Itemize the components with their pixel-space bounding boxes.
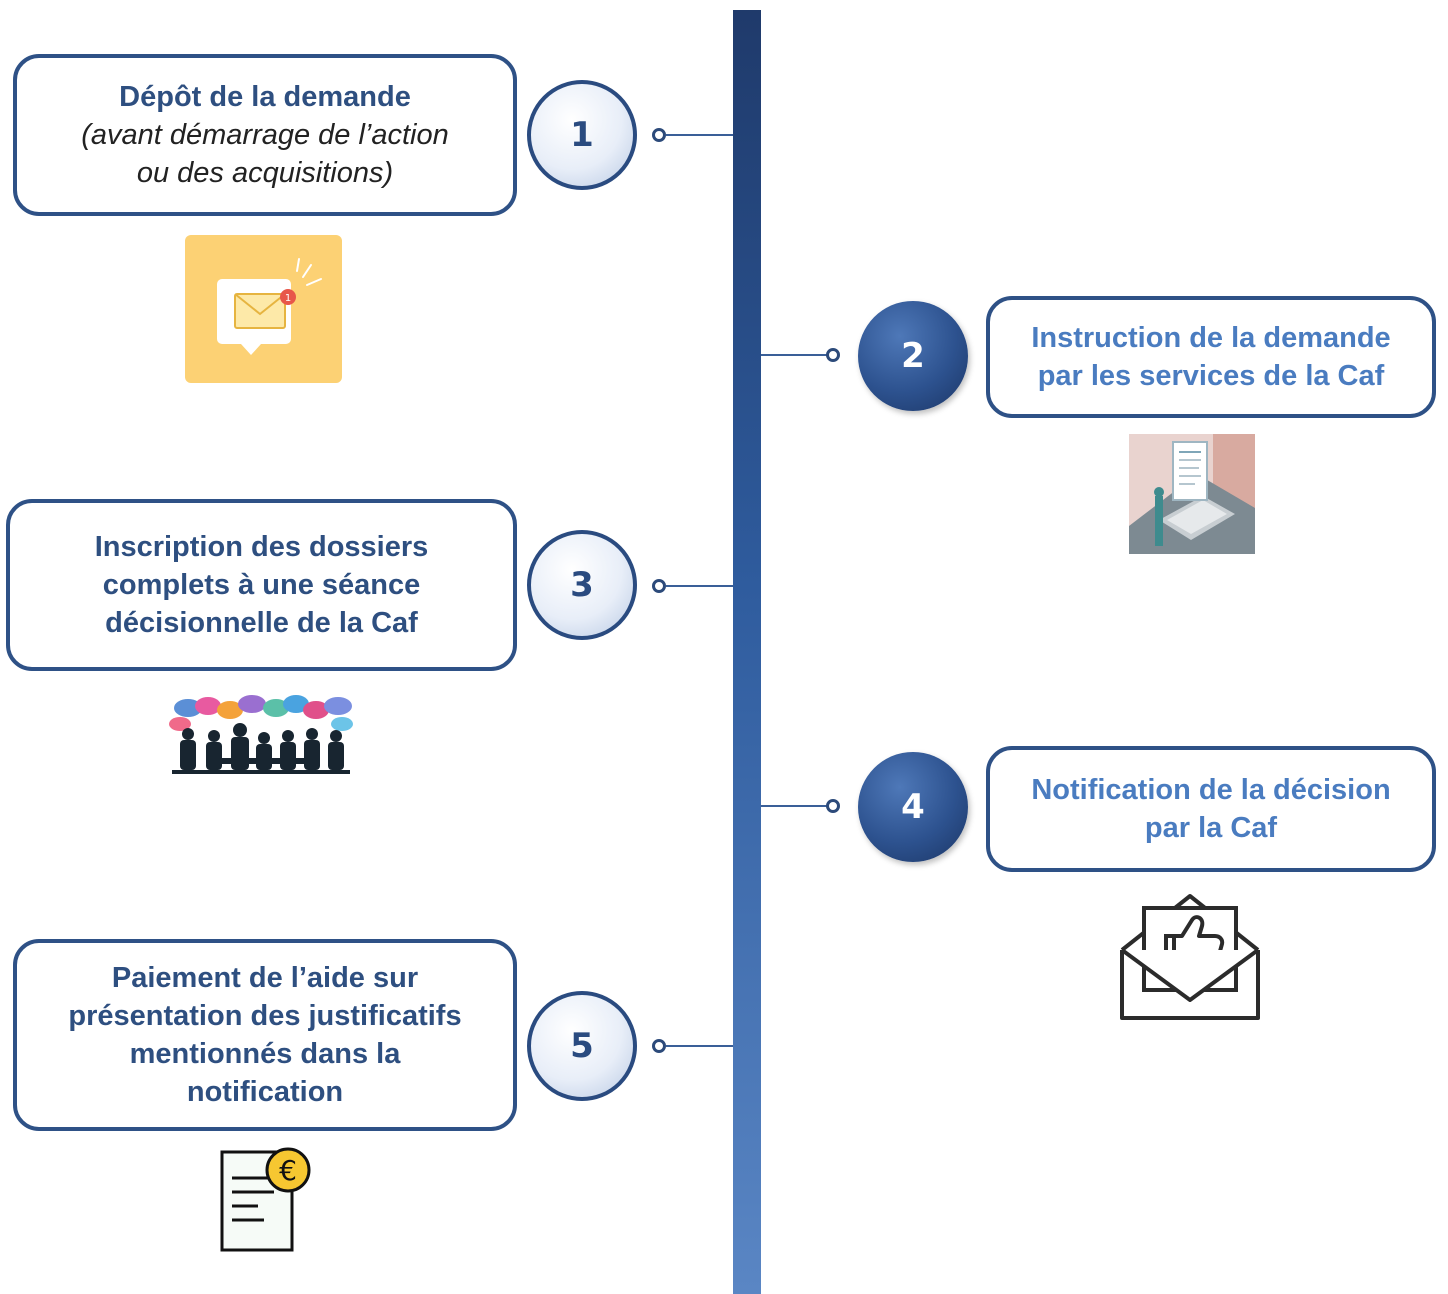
timeline-spine: [733, 10, 761, 1294]
step-1-box: Dépôt de la demande (avant démarrage de …: [13, 54, 517, 216]
step-2-box: Instruction de la demande par les servic…: [986, 296, 1436, 418]
step-5-title-line4: notification: [186, 1076, 344, 1108]
euro-symbol: €: [279, 1154, 297, 1187]
meeting-people-icon: [169, 695, 353, 774]
mail-notification-icon: 1: [185, 235, 342, 383]
step-5-title-line2: présentation des justificatifs: [68, 1000, 462, 1032]
step-2-connector: [761, 354, 828, 356]
step-3-title-line1: Inscription des dossiers: [94, 531, 429, 563]
document-review-icon: [1129, 434, 1255, 554]
step-3-connector-dot: [652, 579, 666, 593]
step-1-connector: [666, 134, 733, 136]
step-2-title-line1: Instruction de la demande: [1031, 322, 1391, 354]
step-2-title-line2: par les services de la Caf: [1037, 360, 1385, 392]
step-4-title-line1: Notification de la décision: [1031, 774, 1391, 806]
step-4-connector-dot: [826, 799, 840, 813]
step-1-title: Dépôt de la demande: [119, 81, 411, 113]
step-5-box: Paiement de l’aide sur présentation des …: [13, 939, 517, 1131]
step-1-connector-dot: [652, 128, 666, 142]
step-4-box: Notification de la décision par la Caf: [986, 746, 1436, 872]
svg-text:1: 1: [285, 293, 291, 304]
step-5-title-line1: Paiement de l’aide sur: [111, 962, 419, 994]
step-4-connector: [761, 805, 828, 807]
step-4-number: 4: [858, 752, 968, 862]
step-1-subtitle-line1: (avant démarrage de l’action: [81, 119, 449, 151]
envelope-thumbs-up-icon: [1120, 894, 1260, 1020]
step-5-connector-dot: [652, 1039, 666, 1053]
step-3-title-line2: complets à une séance: [102, 569, 421, 601]
step-1-subtitle-line2: ou des acquisitions): [136, 157, 394, 189]
step-5-connector: [666, 1045, 733, 1047]
step-5-title-line3: mentionnés dans la: [129, 1038, 401, 1070]
step-3-title-line3: décisionnelle de la Caf: [105, 607, 418, 639]
step-3-number: 3: [527, 530, 637, 640]
step-5-number: 5: [527, 991, 637, 1101]
step-2-number: 2: [858, 301, 968, 411]
step-1-number: 1: [527, 80, 637, 190]
invoice-euro-icon: €: [220, 1147, 311, 1252]
step-4-title-line2: par la Caf: [1144, 812, 1278, 844]
step-3-connector: [666, 585, 733, 587]
step-3-box: Inscription des dossiers complets à une …: [6, 499, 517, 671]
step-2-connector-dot: [826, 348, 840, 362]
